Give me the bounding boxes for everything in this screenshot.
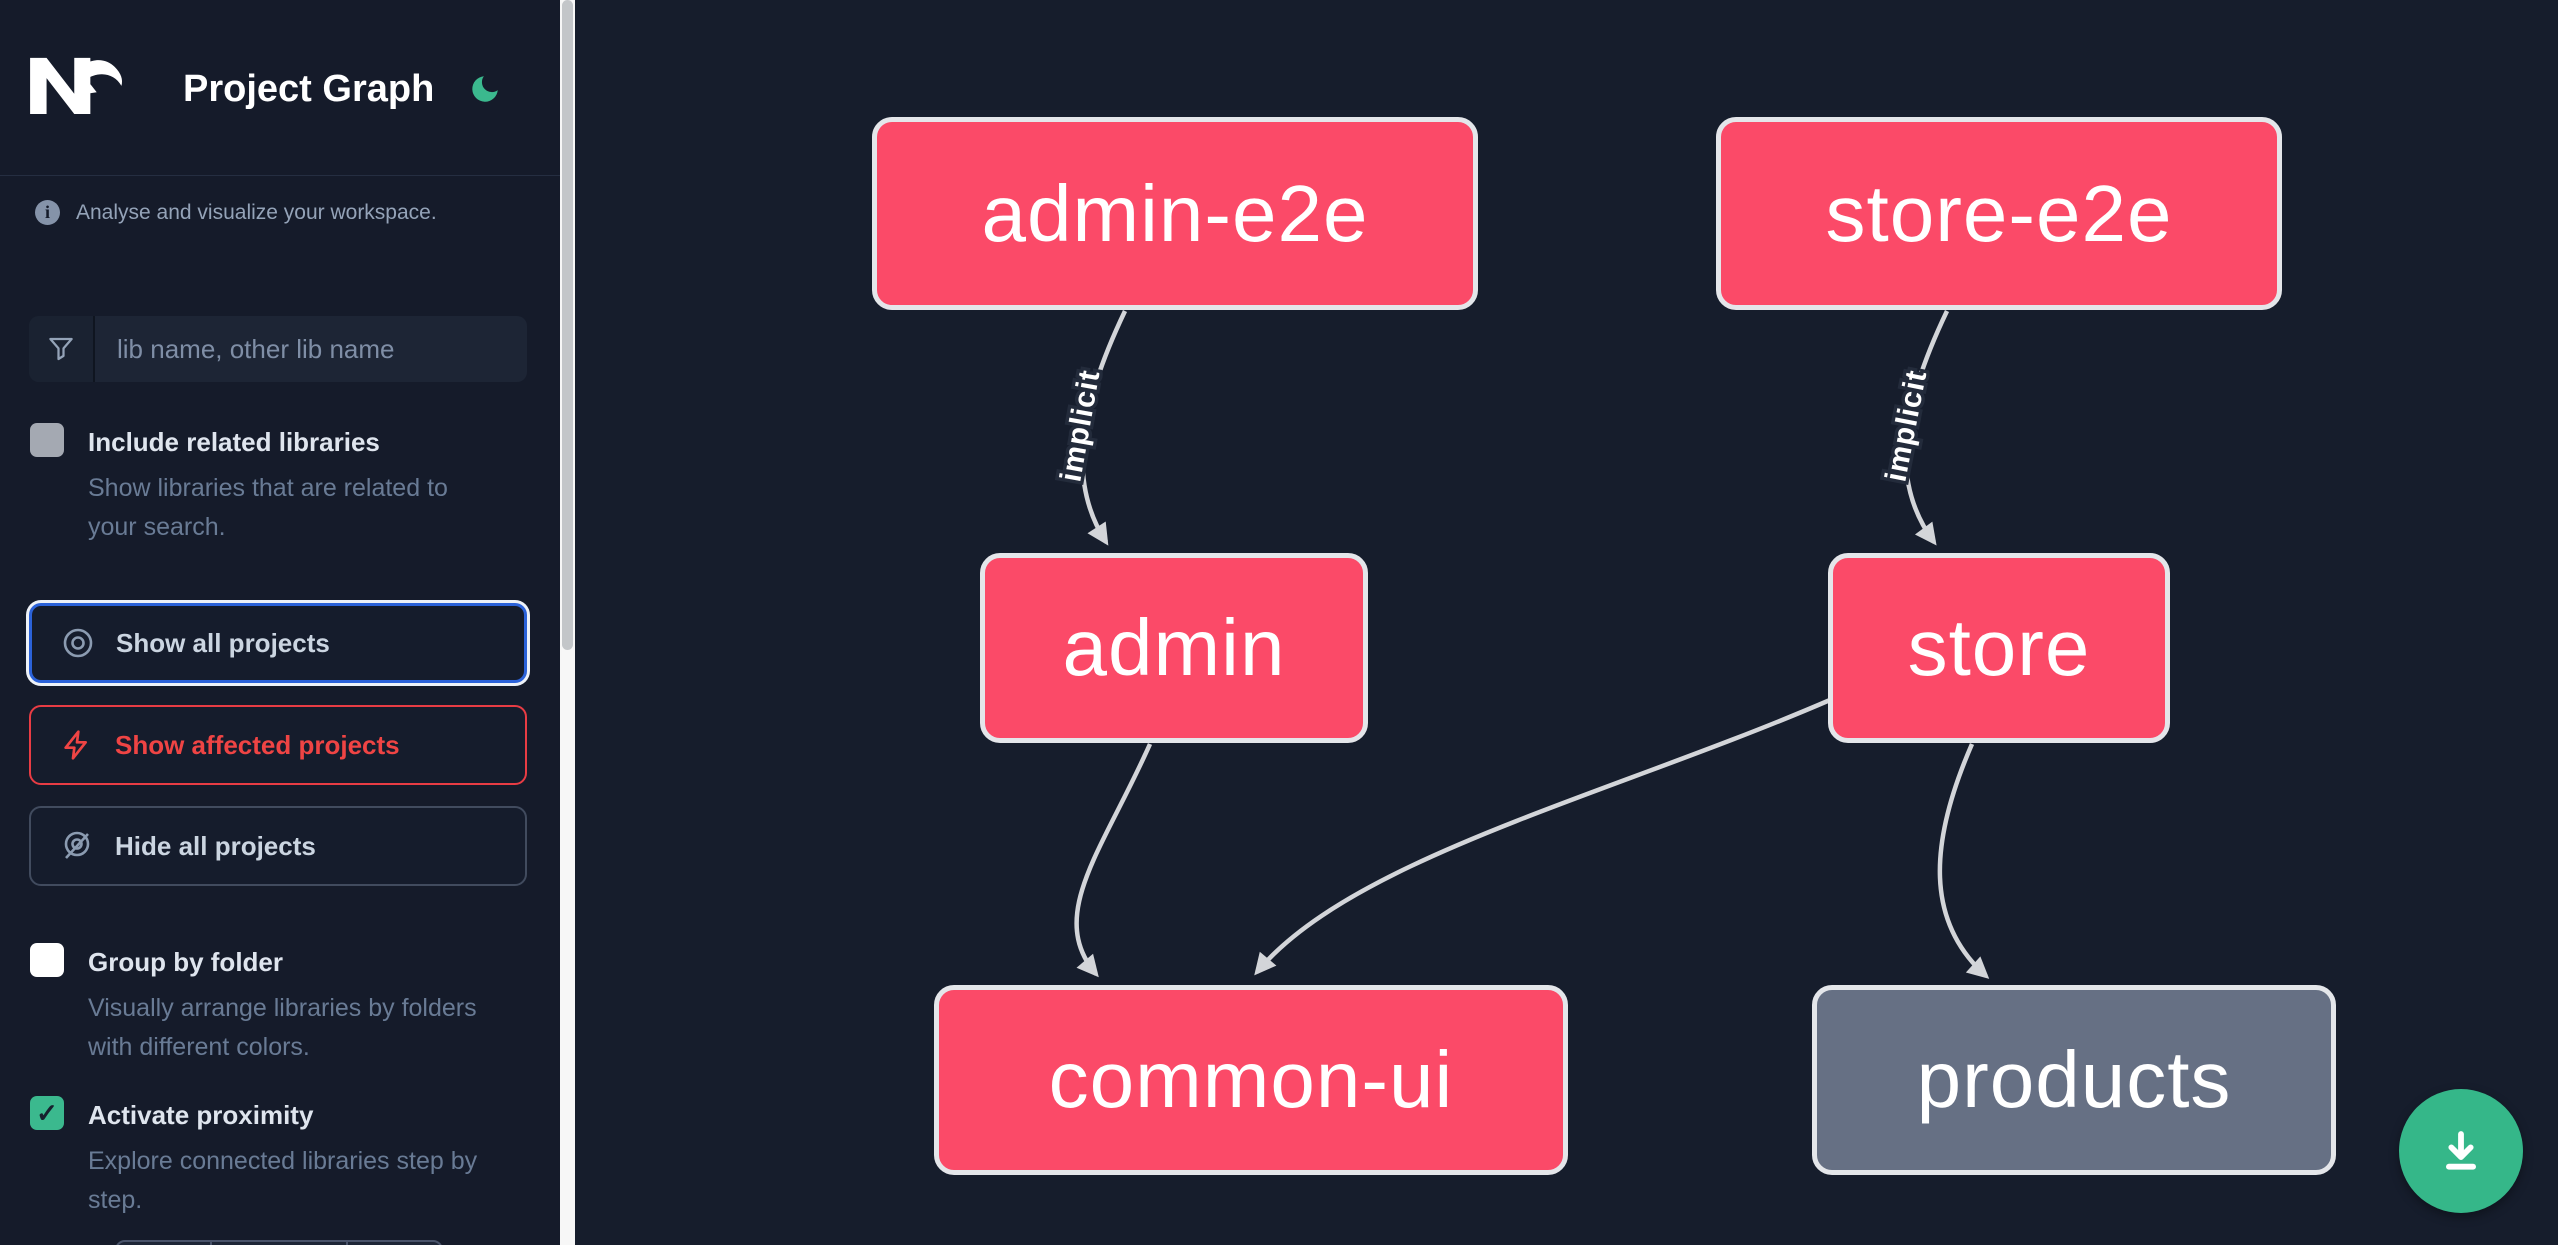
edge-label-implicit: implicit — [1879, 367, 1933, 484]
project-node-label: admin-e2e — [981, 168, 1369, 258]
project-node-label: store-e2e — [1825, 168, 2173, 258]
download-icon — [2446, 1131, 2476, 1170]
page-title: Project Graph — [183, 68, 435, 110]
info-icon: i — [35, 200, 60, 225]
project-node-label: products — [1916, 1035, 2232, 1124]
project-node-products[interactable]: products — [1812, 985, 2336, 1175]
button-label: Show affected projects — [115, 729, 400, 760]
stepper-value — [212, 1242, 348, 1245]
sidebar: Project Graph i Analyse and visualize yo… — [0, 0, 560, 1245]
eye-icon — [63, 628, 93, 658]
proximity-depth-stepper[interactable] — [115, 1240, 443, 1245]
filter-icon — [29, 316, 95, 382]
checkbox-group-by-folder[interactable] — [30, 943, 64, 977]
option-description: Show libraries that are related to your … — [88, 474, 448, 541]
filter-input-group — [29, 316, 527, 382]
hide-all-projects-button[interactable]: Hide all projects — [29, 806, 527, 886]
workspace-tagline: Analyse and visualize your workspace. — [76, 200, 437, 224]
option-activate-proximity: Activate proximity Explore connected lib… — [30, 1096, 488, 1220]
edge-store-e2e-store — [1903, 310, 1950, 546]
edge-admin-common-ui — [1074, 743, 1153, 978]
option-label: Group by folder — [88, 947, 283, 977]
checkbox-include-related-libraries[interactable] — [30, 423, 64, 457]
project-node-label: common-ui — [1048, 1035, 1454, 1124]
project-node-admin[interactable]: admin — [980, 553, 1368, 743]
option-description: Explore connected libraries step by step… — [88, 1147, 478, 1214]
edge-admin-e2e-admin — [1080, 310, 1128, 546]
project-node-label: store — [1907, 603, 2091, 692]
project-node-admin-e2e[interactable]: admin-e2e — [872, 117, 1478, 310]
tagline-row: i Analyse and visualize your workspace. — [35, 200, 437, 225]
option-group-by-folder: Group by folder Visually arrange librari… — [30, 943, 488, 1067]
show-affected-projects-button[interactable]: Show affected projects — [29, 705, 527, 785]
sidebar-scrollbar-thumb[interactable] — [562, 0, 573, 650]
project-node-label: admin — [1062, 603, 1286, 692]
edge-label-implicit: implicit — [1054, 367, 1106, 484]
button-label: Hide all projects — [115, 830, 316, 861]
nx-logo — [30, 57, 123, 114]
eye-off-icon — [64, 831, 90, 859]
option-include-related-libraries: Include related libraries Show libraries… — [30, 423, 488, 547]
show-all-projects-button[interactable]: Show all projects — [29, 603, 527, 683]
button-label: Show all projects — [116, 627, 330, 658]
option-description: Visually arrange libraries by folders wi… — [88, 994, 477, 1061]
project-node-store[interactable]: store — [1828, 553, 2170, 743]
download-image-button[interactable] — [2399, 1089, 2523, 1213]
bolt-icon — [64, 730, 87, 760]
project-node-common-ui[interactable]: common-ui — [934, 985, 1568, 1175]
option-label: Activate proximity — [88, 1100, 314, 1130]
search-input[interactable] — [95, 316, 527, 382]
stepper-decrement[interactable] — [117, 1242, 212, 1245]
option-label: Include related libraries — [88, 427, 380, 457]
project-node-store-e2e[interactable]: store-e2e — [1716, 117, 2282, 310]
checkbox-activate-proximity[interactable] — [30, 1096, 64, 1130]
sidebar-header: Project Graph — [0, 0, 560, 176]
moon-icon[interactable] — [468, 72, 502, 106]
edge-store-products — [1937, 743, 1990, 979]
sidebar-scrollbar-track[interactable] — [560, 0, 575, 1245]
